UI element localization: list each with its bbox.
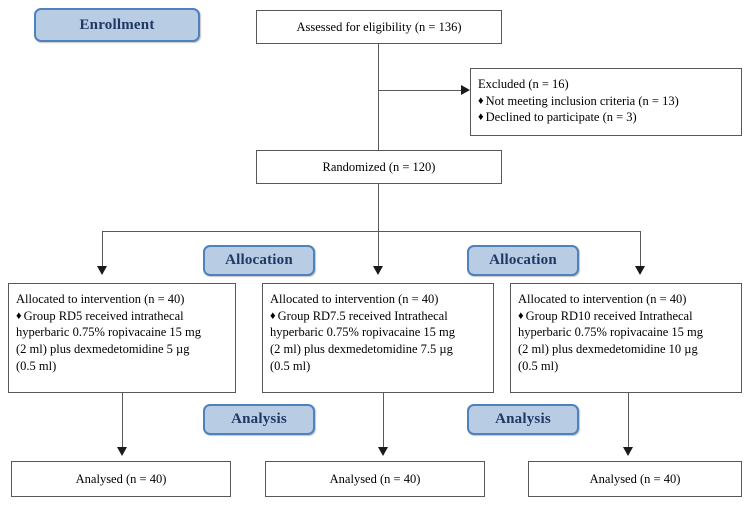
connector-arm2-to-analysed <box>383 393 384 450</box>
diamond-bullet-icon: ♦ <box>16 309 22 322</box>
arrowhead-arm1-analysed <box>117 447 127 456</box>
allocation-detail-line: Group RD7.5 received Intrathecal <box>277 308 448 323</box>
excluded-title: Excluded (n = 16) <box>478 77 569 91</box>
stage-label-allocation-right: Allocation <box>467 245 579 276</box>
node-analysed-arm-2: Analysed (n = 40) <box>265 461 485 497</box>
allocated-title: Allocated to intervention (n = 40) <box>518 292 687 306</box>
connector-arm1-to-analysed <box>122 393 123 450</box>
node-allocation-arm-1: Allocated to intervention (n = 40) ♦Grou… <box>8 283 236 393</box>
allocated-title: Allocated to intervention (n = 40) <box>16 292 185 306</box>
node-allocation-arm-2: Allocated to intervention (n = 40) ♦Grou… <box>262 283 494 393</box>
stage-label-analysis-right: Analysis <box>467 404 579 435</box>
stage-label-analysis-left: Analysis <box>203 404 315 435</box>
allocation-detail-row: ♦Group RD10 received Intrathecal <box>518 308 734 325</box>
analysed-text: Analysed (n = 40) <box>589 471 681 486</box>
allocation-detail-line: (0.5 ml) <box>270 358 311 373</box>
excluded-reason-row: ♦Not meeting inclusion criteria (n = 13) <box>478 93 734 110</box>
connector-randomized-stem <box>378 184 379 231</box>
node-allocation-arm-3: Allocated to intervention (n = 40) ♦Grou… <box>510 283 742 393</box>
allocation-detail-line: (0.5 ml) <box>518 358 559 373</box>
connector-arm3-to-analysed <box>628 393 629 450</box>
node-analysed-arm-3: Analysed (n = 40) <box>528 461 742 497</box>
arrowhead-arm2-analysed <box>378 447 388 456</box>
diamond-bullet-icon: ♦ <box>478 94 484 107</box>
diamond-bullet-icon: ♦ <box>478 111 484 124</box>
arrowhead-to-excluded <box>461 85 470 95</box>
connector-to-excluded <box>378 90 461 91</box>
allocation-detail-line: hyperbaric 0.75% ropivacaine 15 mg <box>518 325 704 340</box>
allocation-detail-line: hyperbaric 0.75% ropivacaine 15 mg <box>16 325 202 340</box>
diamond-bullet-icon: ♦ <box>518 309 524 322</box>
analysed-text: Analysed (n = 40) <box>329 471 421 486</box>
allocation-detail-line: hyperbaric 0.75% ropivacaine 15 mg <box>270 325 456 340</box>
connector-three-arm-bus <box>102 231 640 232</box>
arrowhead-arm2 <box>373 266 383 275</box>
allocation-detail-row: ♦Group RD5 received intrathecal <box>16 308 228 325</box>
allocation-detail-line: (2 ml) plus dexmedetomidine 10 µg <box>518 341 698 356</box>
allocation-detail-line: Group RD5 received intrathecal <box>23 308 184 323</box>
arrowhead-arm1 <box>97 266 107 275</box>
node-randomized: Randomized (n = 120) <box>256 150 502 184</box>
connector-arm1-drop <box>102 231 103 269</box>
excluded-reason-1: Not meeting inclusion criteria (n = 13) <box>485 93 679 108</box>
allocation-detail-line: (2 ml) plus dexmedetomidine 5 µg <box>16 341 190 356</box>
arrowhead-arm3 <box>635 266 645 275</box>
connector-assessed-to-randomized <box>378 44 379 150</box>
allocation-detail-line: (0.5 ml) <box>16 358 57 373</box>
connector-arm3-drop <box>640 231 641 269</box>
allocated-title: Allocated to intervention (n = 40) <box>270 292 439 306</box>
connector-arm2-drop <box>378 231 379 269</box>
randomized-text: Randomized (n = 120) <box>322 159 436 174</box>
arrowhead-arm3-analysed <box>623 447 633 456</box>
node-assessed-for-eligibility: Assessed for eligibility (n = 136) <box>256 10 502 44</box>
stage-label-allocation-left: Allocation <box>203 245 315 276</box>
excluded-reason-row: ♦Declined to participate (n = 3) <box>478 109 734 126</box>
diamond-bullet-icon: ♦ <box>270 309 276 322</box>
node-excluded: Excluded (n = 16) ♦Not meeting inclusion… <box>470 68 742 136</box>
assessed-text: Assessed for eligibility (n = 136) <box>296 19 462 34</box>
allocation-detail-row: ♦Group RD7.5 received Intrathecal <box>270 308 486 325</box>
node-analysed-arm-1: Analysed (n = 40) <box>11 461 231 497</box>
allocation-detail-line: Group RD10 received Intrathecal <box>525 308 693 323</box>
analysed-text: Analysed (n = 40) <box>75 471 167 486</box>
allocation-detail-line: (2 ml) plus dexmedetomidine 7.5 µg <box>270 341 453 356</box>
excluded-reason-2: Declined to participate (n = 3) <box>485 110 637 125</box>
stage-label-enrollment: Enrollment <box>34 8 200 42</box>
